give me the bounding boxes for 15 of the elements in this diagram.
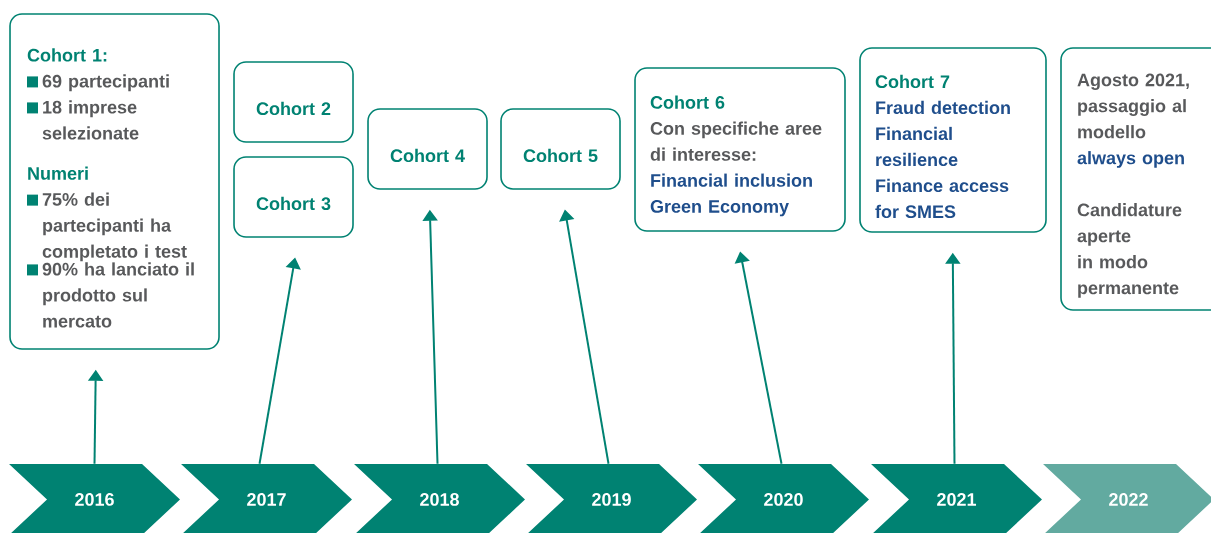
cohort-box: Agosto 2021, passaggio al modello always open Candidature aperte in modo permanente: [1060, 47, 1211, 311]
cohort-box: Cohort 1: 69 partecipanti 18 imprese selezionate Numeri 75% dei partecipanti ha completato i test 90% ha lanciato il prodotto sul mercato: [9, 13, 220, 350]
year-band: 2020: [698, 464, 869, 533]
year-band: 2017: [181, 464, 352, 533]
cohort-box: Cohort 5: [500, 108, 621, 190]
year-band: 2018: [354, 464, 525, 533]
year-band: 2016: [9, 464, 180, 533]
year-band: 2021: [871, 464, 1042, 533]
cohort-box: Cohort 3: [233, 156, 354, 238]
cohort-box: Cohort 2: [233, 61, 354, 143]
cohort-box: Cohort 6 Con specifiche aree di interesse: Financial inclusion Green Economy: [634, 67, 846, 232]
cohort-box: Cohort 4: [367, 108, 488, 190]
year-band: 2019: [526, 464, 697, 533]
cohort-box: Cohort 7 Fraud detection Financial resilience Finance access for SMES: [859, 47, 1047, 233]
year-band: 2022: [1043, 464, 1211, 533]
